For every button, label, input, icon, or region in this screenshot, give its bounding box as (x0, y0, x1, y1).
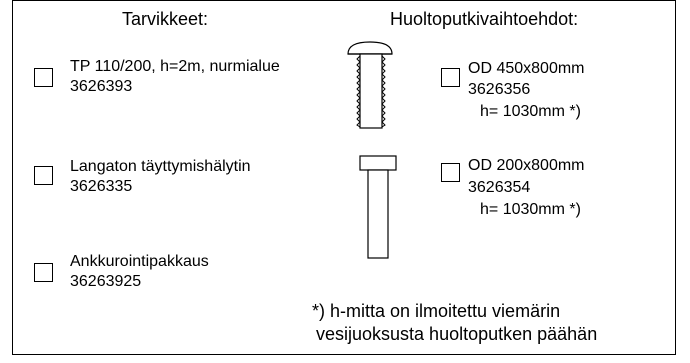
pipe-od200-height: h= 1030mm *) (480, 201, 581, 218)
supply-anchor-code: 36263925 (70, 273, 142, 290)
checkbox-supply-tp[interactable] (34, 68, 53, 87)
order-form-frame (12, 0, 676, 355)
pipe-od450-label: OD 450x800mm (468, 60, 585, 77)
supply-tp-label: TP 110/200, h=2m, nurmialue (70, 58, 280, 75)
pipe-od200-label: OD 200x800mm (468, 157, 585, 174)
checkbox-supply-alarm[interactable] (34, 166, 53, 185)
supply-alarm-code: 3626335 (70, 178, 133, 195)
service-pipe-wide-icon (347, 41, 393, 129)
supply-alarm-label: Langaton täyttymishälytin (70, 158, 251, 175)
supply-anchor-label: Ankkurointipakkaus (70, 253, 209, 270)
pipe-od450-code: 3626356 (468, 81, 531, 98)
pipe-od450-height: h= 1030mm *) (480, 103, 581, 120)
service-pipe-narrow-icon (359, 155, 397, 259)
pipe-od200-code: 3626354 (468, 179, 531, 196)
supplies-heading: Tarvikkeet: (122, 9, 209, 29)
supply-tp-code: 3626393 (70, 78, 133, 95)
footnote-line-2: vesijuoksusta huoltoputken päähän (316, 324, 598, 344)
footnote-line-1: *) h-mitta on ilmoitettu viemärin (312, 301, 561, 321)
checkbox-pipe-od200[interactable] (441, 163, 460, 182)
pipe-options-heading: Huoltoputkivaihtoehdot: (390, 9, 579, 29)
checkbox-pipe-od450[interactable] (441, 68, 460, 87)
checkbox-supply-anchor[interactable] (34, 263, 53, 282)
